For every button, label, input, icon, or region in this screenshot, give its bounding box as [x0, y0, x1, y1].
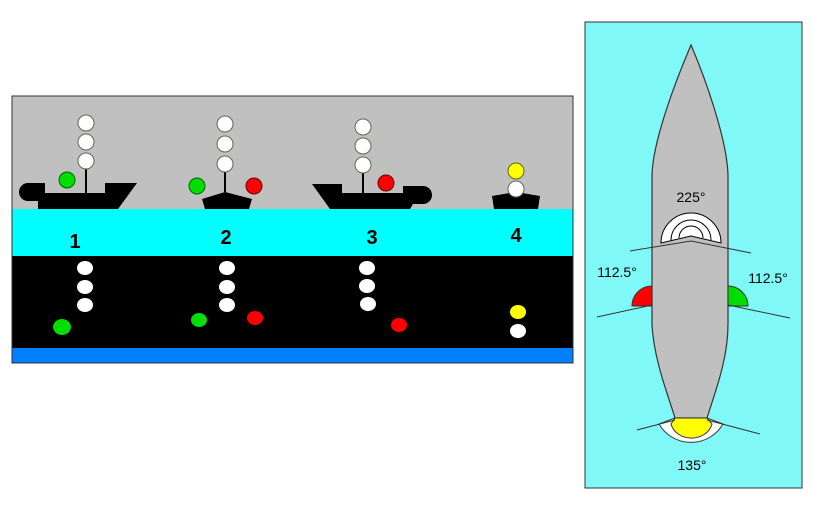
vessel-3-night	[359, 261, 407, 332]
red-sidelight	[245, 177, 263, 195]
starboard-green-sector	[727, 285, 749, 307]
vessel-4-day	[492, 162, 540, 209]
starboard-angle-label: 112.5°	[748, 270, 788, 286]
scene-number-2: 2	[220, 227, 231, 249]
day-water-band	[12, 209, 573, 256]
vessel-4-hull	[492, 192, 540, 209]
masthead-light	[216, 115, 234, 133]
day-sky	[12, 96, 573, 209]
vessel-1-night	[53, 261, 93, 335]
bottom-water-band	[12, 348, 573, 363]
white-stern-light	[507, 180, 525, 198]
scene-number-4: 4	[510, 225, 522, 247]
vessel-3-hull	[312, 184, 432, 209]
port-angle-label: 112.5°	[597, 264, 637, 280]
vessel-4-night	[510, 305, 526, 338]
masthead-angle-label: 225°	[677, 189, 706, 205]
vessel-1-day	[19, 114, 137, 209]
vessel-2-hull	[202, 192, 252, 209]
masthead-light	[354, 156, 372, 174]
vessel-1-hull	[19, 183, 137, 209]
red-sidelight	[377, 174, 395, 192]
light-sector-panel: 225° 112.5° 112.5° 135°	[584, 21, 803, 489]
masthead-light	[216, 135, 234, 153]
stern-angle-label: 135°	[678, 457, 707, 473]
masthead-light-sector	[660, 212, 722, 244]
masthead-light	[354, 137, 372, 155]
vessel-2-day	[188, 115, 263, 209]
yellow-towing-light	[507, 162, 525, 180]
masthead-light	[77, 133, 95, 151]
port-red-sector	[631, 285, 653, 307]
masthead-light	[354, 118, 372, 136]
masthead-light	[216, 155, 234, 173]
scene-number-3: 3	[366, 227, 377, 249]
vessel-3-day	[312, 118, 432, 209]
green-sidelight	[188, 177, 206, 195]
green-sidelight	[58, 171, 76, 189]
masthead-light	[77, 114, 95, 132]
vessel-lights-panel: 1 2 3 4	[11, 95, 574, 364]
night-view	[12, 256, 573, 348]
scene-number-1: 1	[69, 231, 80, 253]
masthead-light	[77, 152, 95, 170]
vessel-2-night	[191, 261, 263, 327]
towing-light-sector	[670, 417, 713, 439]
